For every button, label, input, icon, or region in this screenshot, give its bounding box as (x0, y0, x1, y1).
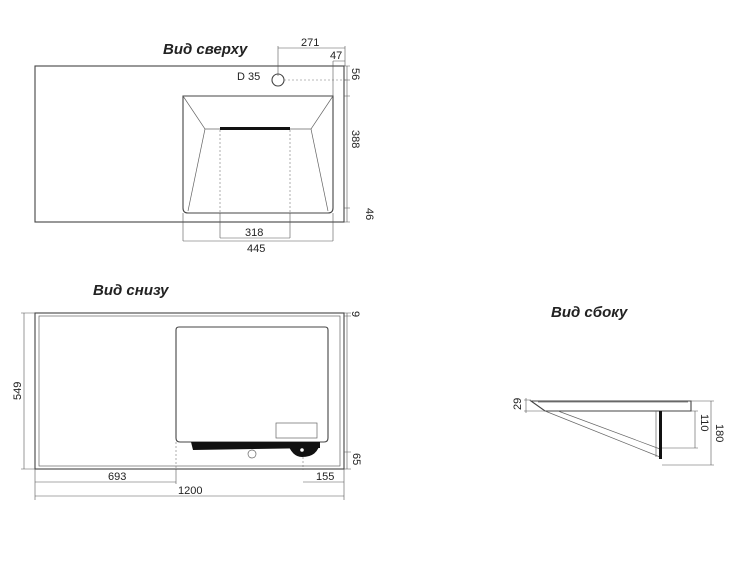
top-countertop-outline (34, 65, 345, 223)
top-dim-318: 318 (245, 227, 263, 239)
top-basin-bevel (182, 95, 334, 130)
top-view: Вид сверху D 35 271 47 56 388 46 318 445 (34, 37, 375, 255)
side-basin-slope (544, 410, 661, 458)
bottom-label-plate (275, 422, 318, 439)
side-dim-110: 110 (698, 414, 710, 432)
top-dim-318-line (219, 213, 291, 239)
bottom-drain-dot (300, 448, 304, 452)
top-basin-outer (182, 95, 334, 214)
bottom-dim-1200: 1200 (178, 485, 202, 497)
bottom-basin (175, 326, 329, 443)
side-dim-180: 180 (713, 424, 725, 442)
top-dim-47: 47 (330, 50, 342, 62)
top-dim-271: 271 (301, 37, 319, 49)
bottom-dim-155: 155 (316, 471, 334, 483)
bottom-dashed-guides (175, 442, 304, 470)
side-view: Вид сбоку 29 110 180 (512, 304, 725, 466)
bottom-right-dim-line (344, 312, 351, 470)
bottom-dim-549-line (21, 312, 35, 470)
top-view-title: Вид сверху (163, 41, 248, 58)
top-dashed-slot (219, 130, 291, 213)
top-basin-bevel-sides (187, 128, 329, 212)
top-dim-388: 388 (349, 130, 361, 148)
side-dim-29-line (524, 398, 545, 413)
top-dim-47-line (332, 60, 345, 96)
bottom-view: Вид снизу 549 9 65 693 155 1200 (12, 282, 362, 500)
top-hole-label: D 35 (237, 71, 260, 83)
side-dim-180-line (662, 400, 714, 466)
top-right-dim-line (344, 65, 350, 223)
bottom-dim-549: 549 (12, 382, 24, 400)
side-view-title: Вид сбоку (551, 304, 628, 321)
bottom-view-title: Вид снизу (93, 282, 169, 299)
bottom-outline-outer (34, 312, 345, 470)
bottom-outline-inner (38, 315, 341, 467)
side-countertop (529, 400, 692, 412)
bottom-dim-693: 693 (108, 471, 126, 483)
top-dim-445-line (182, 213, 334, 242)
side-dim-29: 29 (512, 398, 524, 410)
bottom-dim-9: 9 (349, 311, 361, 317)
top-dim-56: 56 (349, 68, 361, 80)
bottom-dim-155-line (303, 469, 345, 500)
side-dim-110-line (662, 410, 698, 449)
top-dim-46: 46 (363, 208, 375, 220)
bottom-dim-65: 65 (350, 453, 362, 465)
top-drain-slot (220, 127, 290, 130)
top-dim-271-line (277, 46, 346, 76)
bottom-faucet-hole (247, 449, 257, 459)
bottom-dim-693-line (34, 469, 177, 500)
side-basin-wall (659, 411, 662, 459)
top-dim-445: 445 (247, 243, 265, 255)
